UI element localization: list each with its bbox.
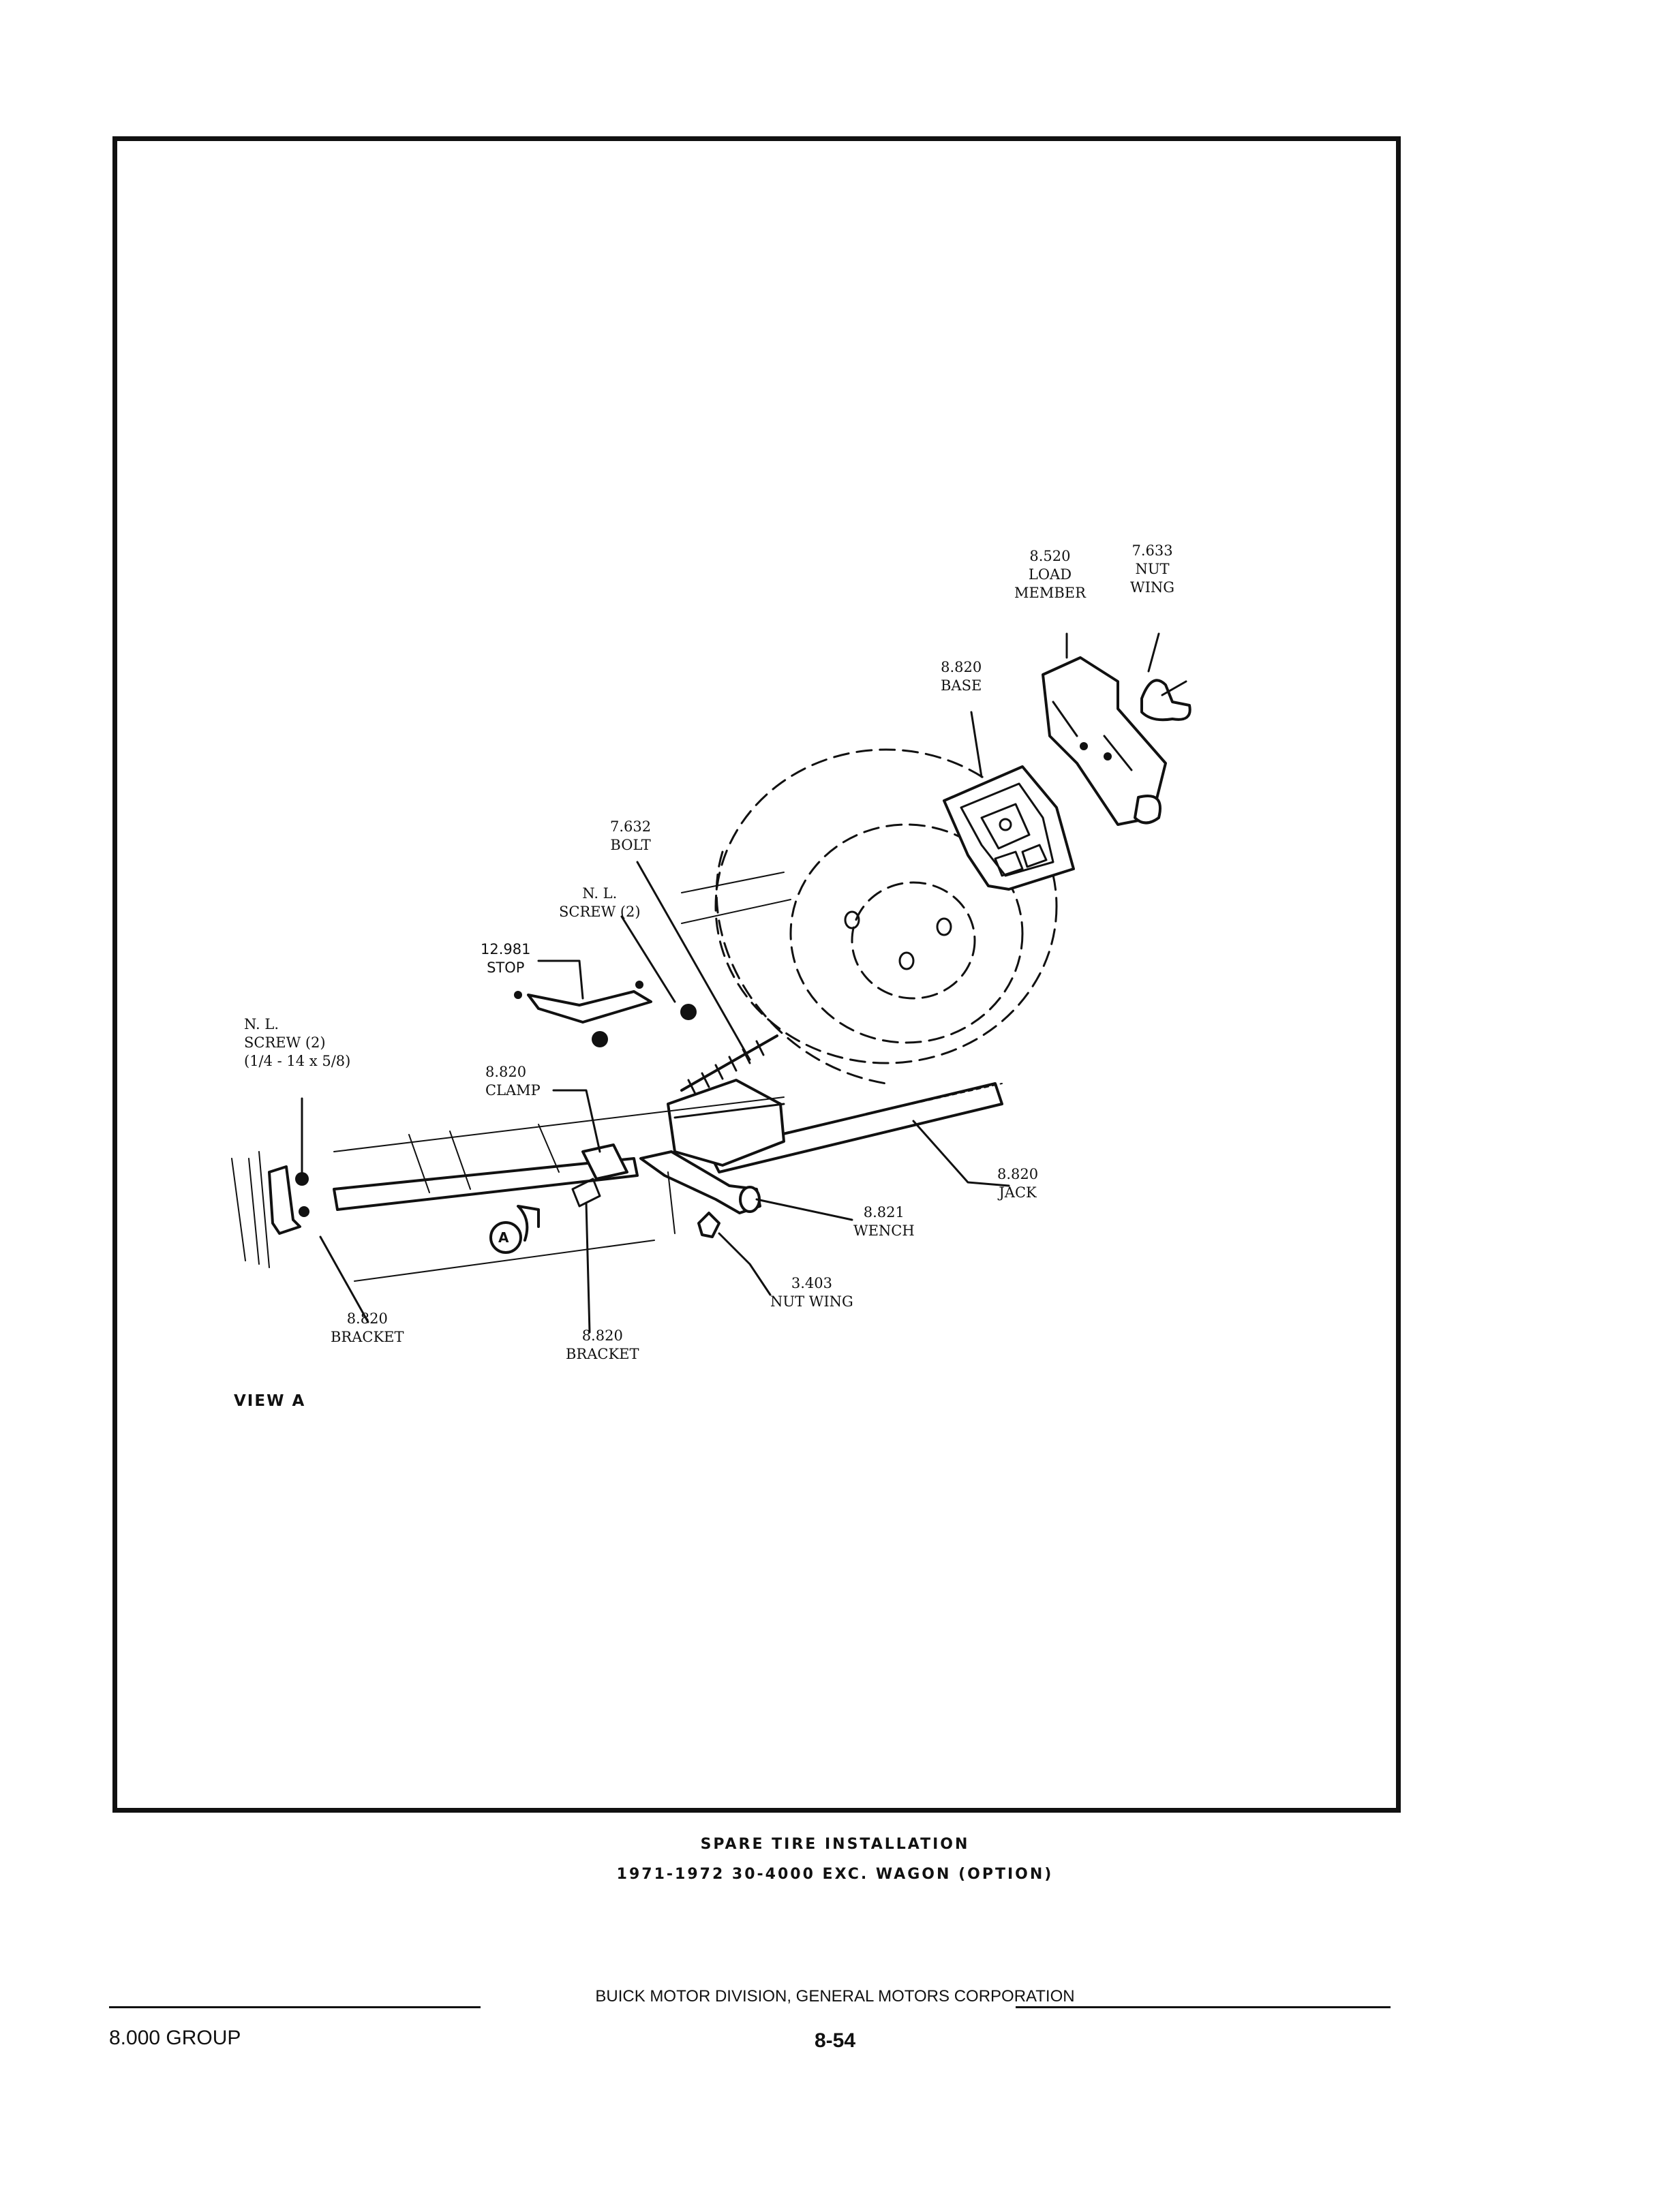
- wheel-lug-holes: [844, 910, 952, 970]
- part-name: NUT WING: [770, 1293, 853, 1310]
- jack-rack: [708, 1082, 1003, 1173]
- label-jack: 8.820 JACK: [997, 1165, 1038, 1202]
- part-name: BRACKET: [566, 1346, 639, 1362]
- wench: [639, 1150, 761, 1214]
- callout-letter: A: [498, 1229, 509, 1246]
- part-name: BRACKET: [331, 1329, 404, 1345]
- part-number: 8.820: [941, 659, 982, 675]
- part-number: N. L.: [582, 885, 618, 902]
- label-nut-wing-lower: 3.403 NUT WING: [770, 1274, 853, 1311]
- label-bolt: 7.632 BOLT: [610, 818, 651, 855]
- left-bracket: [268, 1165, 301, 1235]
- part-number: 8.820: [346, 1310, 388, 1327]
- part-number: 8.520: [1029, 548, 1071, 564]
- part-number: 3.403: [791, 1275, 832, 1291]
- caption-subtitle: 1971-1972 30-4000 EXC. WAGON (OPTION): [616, 1866, 1054, 1883]
- label-nl-screw-left: N. L. SCREW (2) (1/4 - 14 x 5/8): [244, 1015, 350, 1071]
- page-number: 8-54: [814, 2029, 856, 2052]
- leader-lines: [301, 632, 1160, 1334]
- part-name: STOP: [487, 959, 525, 976]
- label-clamp: 8.820 CLAMP: [485, 1063, 541, 1100]
- part-name: LOAD: [1028, 566, 1072, 583]
- footer-rule-left: [109, 2006, 481, 2008]
- jack-body: [667, 1079, 785, 1167]
- caption-title: SPARE TIRE INSTALLATION: [700, 1836, 970, 1853]
- part-number: 7.632: [610, 818, 652, 835]
- bolt: [680, 1034, 778, 1092]
- view-a-callout: [489, 1205, 540, 1254]
- group-number: 8.000 GROUP: [109, 2027, 241, 2049]
- footer-rule-right: [1016, 2006, 1391, 2008]
- part-number: 12.981: [481, 941, 531, 957]
- part-name: MEMBER: [1014, 585, 1086, 601]
- label-stop: 12.981 STOP: [481, 940, 530, 977]
- label-bracket-center: 8.820 BRACKET: [566, 1327, 639, 1364]
- label-load-member: 8.520 LOAD MEMBER: [1014, 547, 1086, 602]
- part-name: SCREW (2): [244, 1034, 326, 1051]
- label-bracket-left: 8.820 BRACKET: [331, 1310, 404, 1347]
- label-nl-screw-upper: N. L. SCREW (2): [559, 885, 641, 921]
- part-name: JACK: [999, 1184, 1037, 1201]
- part-name: CLAMP: [485, 1082, 541, 1099]
- part-size: (1/4 - 14 x 5/8): [244, 1053, 351, 1069]
- view-label: VIEW A: [234, 1392, 306, 1410]
- part-name: SCREW (2): [559, 904, 641, 920]
- spare-tire: [714, 748, 1058, 1085]
- wing-nut-top: [1140, 679, 1191, 722]
- label-base: 8.820 BASE: [941, 658, 982, 695]
- diagram-frame: [112, 136, 1401, 1813]
- part-number: 8.820: [485, 1064, 527, 1080]
- part-number: 8.820: [997, 1166, 1039, 1182]
- wing-nut-lower: [697, 1212, 720, 1238]
- part-number: 7.633: [1132, 542, 1173, 559]
- stop: [527, 990, 652, 1024]
- label-wench: 8.821 WENCH: [853, 1203, 915, 1240]
- part-number: N. L.: [244, 1016, 279, 1032]
- part-name: BASE: [941, 677, 982, 694]
- clamp: [581, 1143, 628, 1180]
- part-name: WENCH: [853, 1223, 915, 1239]
- label-nut-wing-top: 7.633 NUT WING: [1130, 542, 1174, 597]
- publisher-line: BUICK MOTOR DIVISION, GENERAL MOTORS COR…: [595, 1987, 1075, 2006]
- jack-shaft: [333, 1157, 639, 1211]
- body-panel-lines: [231, 872, 791, 1282]
- load-member: [1042, 656, 1167, 826]
- part-name: NUT: [1135, 561, 1170, 577]
- part-number: 8.821: [863, 1204, 905, 1220]
- part-name: BOLT: [610, 837, 651, 853]
- part-number: 8.820: [581, 1327, 623, 1344]
- part-name: WING: [1130, 579, 1175, 596]
